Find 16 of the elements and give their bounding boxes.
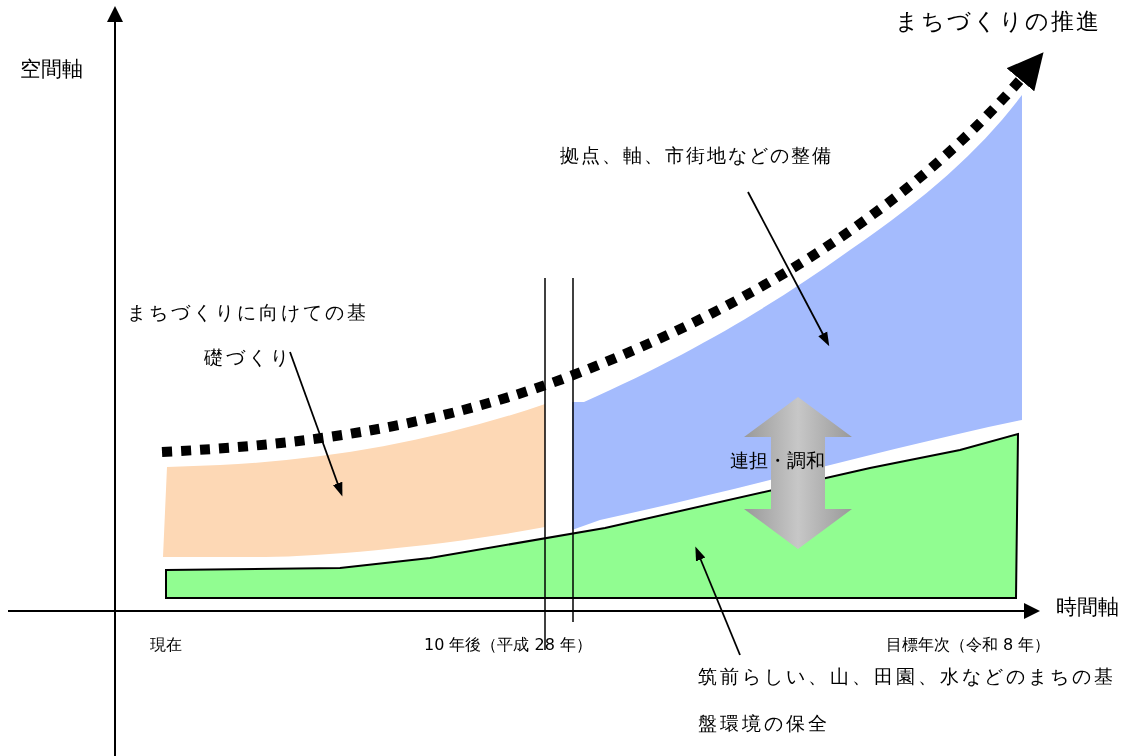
callout-text: まちづくりに向けての基礎づくり — [122, 290, 374, 380]
callout-text: 筑前らしい、山、田園、水などのまちの基盤環境の保全 — [698, 653, 1116, 747]
double-arrow — [744, 397, 852, 549]
curve-label: まちづくりの推進 — [895, 4, 1140, 38]
axis-label: 時間軸 — [1056, 594, 1119, 620]
tick-label: 現在 — [150, 634, 182, 656]
leader-arrow — [289, 351, 343, 497]
leader-arrow — [695, 546, 741, 656]
edge-label: 連担・調和 — [730, 448, 825, 473]
callout-text: 拠点、軸、市街地などの整備 — [560, 142, 890, 168]
area-band — [165, 432, 1019, 599]
area-band — [163, 404, 545, 557]
axis-label: 空間軸 — [20, 56, 83, 82]
dotted-growth-arrow — [161, 52, 1044, 457]
tick-label: 目標年次（令和 8 年） — [886, 634, 1051, 656]
leader-arrow — [747, 191, 830, 347]
